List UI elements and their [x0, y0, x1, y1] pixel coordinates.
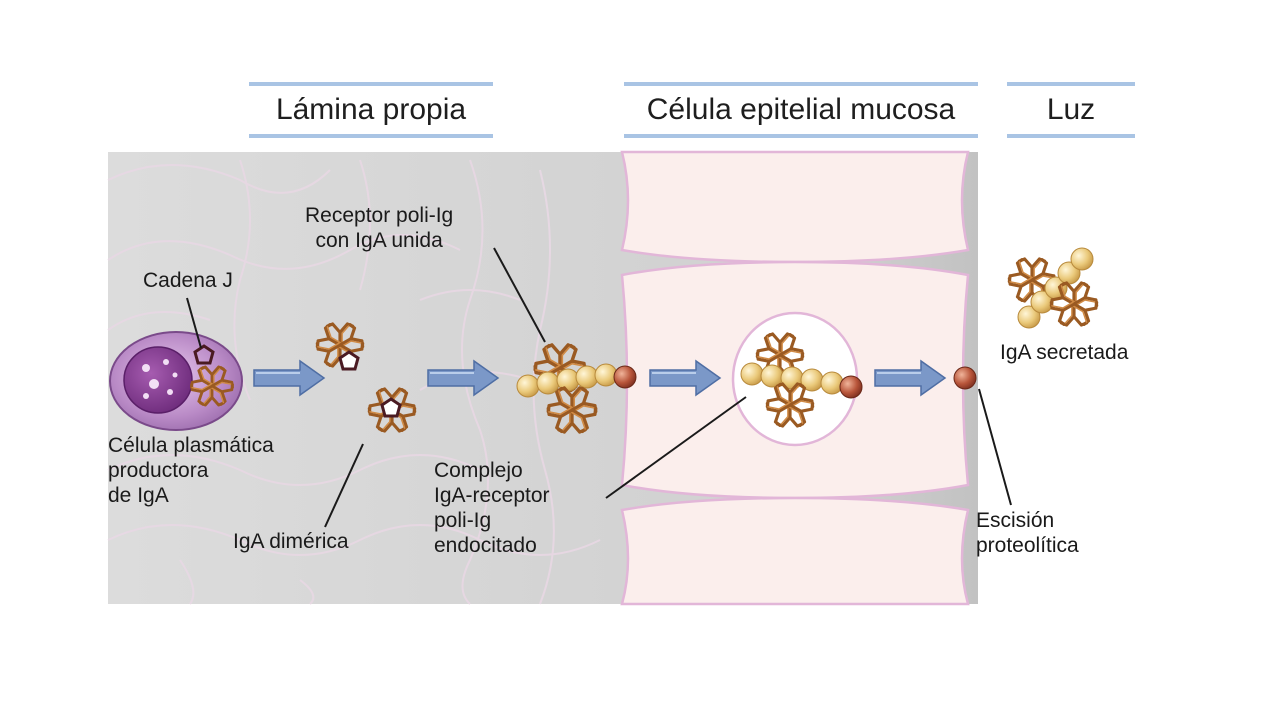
lamina-cell-outlines: [107, 159, 601, 605]
label-complejo-endocitado: Complejo IgA-receptor poli-Ig endocitado: [434, 459, 550, 557]
label-iga-secretada: IgA secretada: [1000, 341, 1129, 364]
label-escision-proteolitica: Escisión proteolítica: [976, 509, 1079, 557]
endocytosed-complex: [740, 334, 863, 427]
label-cadena-j: Cadena J: [143, 269, 233, 292]
header-lamina-propia: Lámina propia: [249, 82, 493, 138]
receptor-with-iga: [516, 345, 637, 433]
secreted-iga: [1008, 247, 1099, 329]
plasma-cell: [109, 331, 243, 431]
leader-lines: [186, 247, 1012, 528]
label-receptor-poli-ig: Receptor poli-Ig con IgA unida: [305, 204, 454, 252]
header-luz: Luz: [1007, 82, 1135, 138]
label-iga-dimerica: IgA dimérica: [233, 530, 349, 553]
dimeric-iga: [316, 324, 417, 432]
cleaved-fragment: [953, 366, 977, 390]
label-celula-plasmatica: Célula plasmática productora de IgA: [108, 434, 274, 507]
header-celula-epitelial: Célula epitelial mucosa: [624, 82, 978, 138]
